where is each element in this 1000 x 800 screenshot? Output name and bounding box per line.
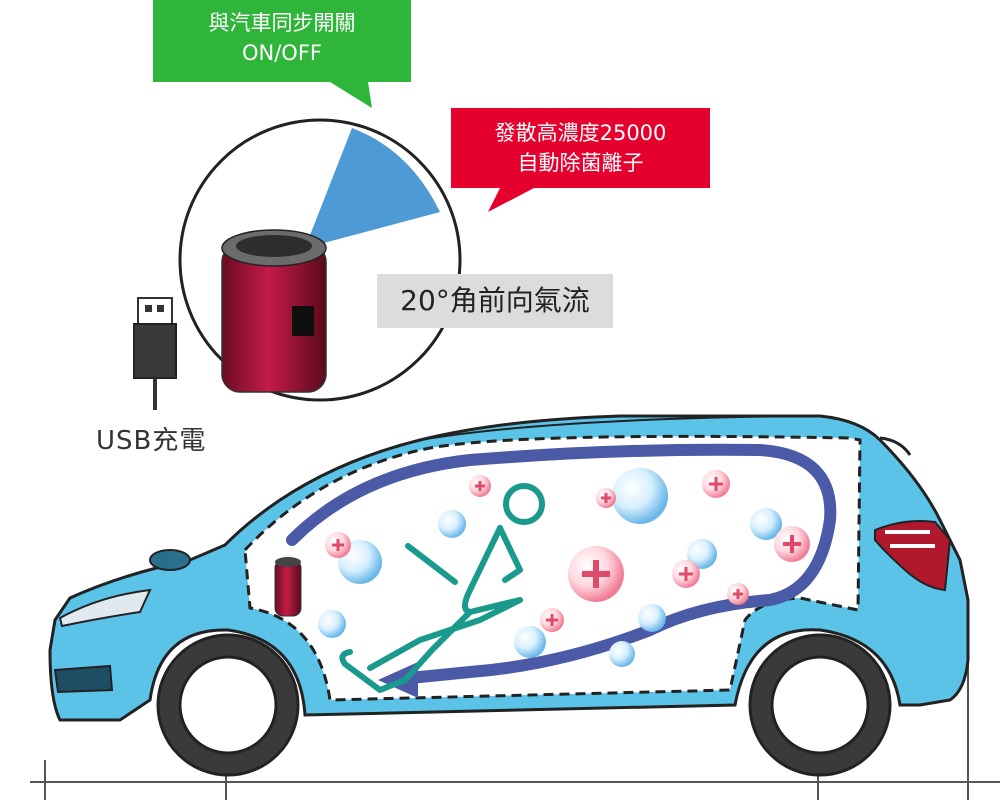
sync-callout-tail [330,82,372,108]
airflow-label: 20°角前向氣流 [377,274,613,328]
sync-callout-line2: ON/OFF [241,41,322,65]
ion-bubble-icon [638,604,666,632]
ion-bubbles [318,468,810,667]
rear-wheel [748,633,892,777]
usb-plug-icon [133,297,177,410]
ions-callout-tail [488,188,534,212]
purifier-icon [274,557,302,617]
ion-bubble-icon [609,641,635,667]
sync-callout-line1: 與汽車同步開關 [208,11,356,35]
ions-callout: 發散高濃度25000 自動除菌離子 [451,108,710,188]
ion-bubble-icon [596,488,616,508]
ion-bubble-icon [438,510,466,538]
ion-bubble-icon [702,470,730,498]
driver-figure [339,483,545,693]
ions-callout-line2: 自動除菌離子 [517,151,644,175]
front-wheel [156,633,300,777]
ion-bubble-icon [514,626,546,658]
car-illustration [48,414,970,722]
ion-bubble-icon [469,475,491,497]
product-zoom-circle [178,118,462,402]
ions-callout-line1: 發散高濃度25000 [494,121,667,145]
ion-bubble-icon [568,546,624,602]
ion-bubble-icon [750,508,782,540]
ion-bubble-icon [687,539,717,569]
ion-bubble-icon [727,583,749,605]
ion-bubble-icon [540,608,564,632]
ion-bubble-icon [774,526,810,562]
ion-bubble-icon [318,610,346,638]
ion-bubble-icon [672,560,700,588]
ion-bubble-icon [612,468,668,524]
sync-callout: 與汽車同步開關 ON/OFF [153,0,411,82]
usb-charge-label: USB充電 [96,426,207,456]
ion-bubble-icon [325,532,351,558]
airflow-beam [305,128,440,248]
